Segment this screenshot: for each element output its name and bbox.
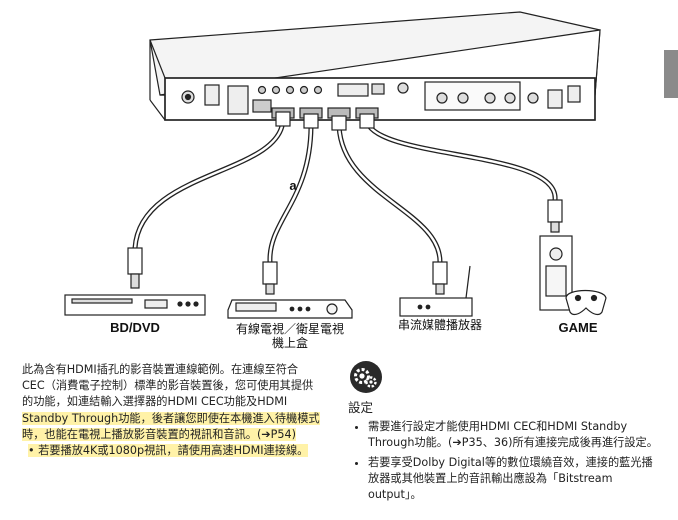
game-console [539,235,607,316]
streaming-player [399,265,473,317]
bd-dvd-player [64,294,206,316]
note-bullet-text: 若要播放4K或1080p視訊，請使用高速HDMI連接線。 [38,444,309,458]
callout-a: a [289,178,297,193]
description-highlighted: Standby Through功能，後者讓您即使在本機進入待機模式時，也能在電視… [22,411,320,441]
settings-section: 設定 需要進行設定才能使用HDMI CEC和HDMI Standby Throu… [348,400,660,508]
label-cable-satellite: 有線電視／衛星電視 機上盒 [220,322,360,350]
label-cable-line1: 有線電視／衛星電視 [235,322,344,336]
hdmi-plugs [127,199,563,295]
description-paragraph: 此為含有HDMI插孔的影音裝置連線範例。在連線至符合CEC（消費電子控制）標準的… [22,362,320,443]
connection-diagram: a BD/DVD 有線電視／衛星電視 機上盒 串流媒體播放器 GAME [64,11,607,350]
description-text: 此為含有HDMI插孔的影音裝置連線範例。在連線至符合CEC（消費電子控制）標準的… [22,362,320,459]
label-bd-dvd: BD/DVD [110,320,160,335]
page-side-tab [664,50,678,98]
settings-list: 需要進行設定才能使用HDMI CEC和HDMI Standby Through功… [348,419,660,503]
description-plain: 此為含有HDMI插孔的影音裝置連線範例。在連線至符合CEC（消費電子控制）標準的… [22,363,314,409]
diagram-svg [64,11,607,319]
av-receiver [149,11,601,121]
settings-item-bitstream: 若要享受Dolby Digital等的數位環繞音效，連接的藍光播放器或其他裝置上… [368,455,660,502]
settings-title: 設定 [348,400,374,415]
label-cable-line2: 機上盒 [271,336,308,350]
hdmi-cables [132,117,558,265]
settings-item-cec: 需要進行設定才能使用HDMI CEC和HDMI Standby Through功… [368,419,660,451]
set-top-box [227,299,353,319]
settings-gear-icon [350,361,382,393]
bullet-dot: • [28,444,39,458]
label-game: GAME [558,320,598,335]
note-bullet: • 若要播放4K或1080p視訊，請使用高速HDMI連接線。 [22,443,320,459]
label-streaming: 串流媒體播放器 [397,318,482,332]
